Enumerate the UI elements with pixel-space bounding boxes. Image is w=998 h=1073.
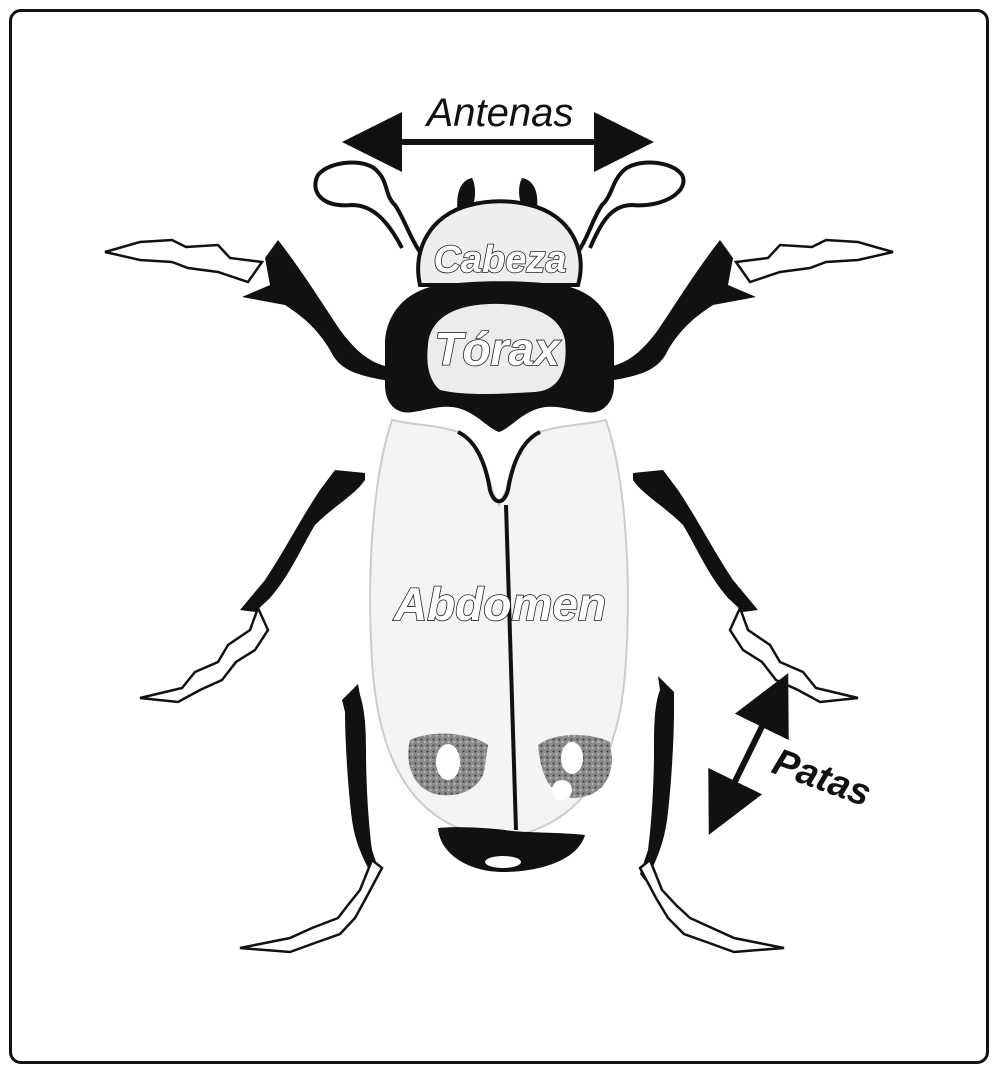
leg-middle-right [633,470,858,702]
antenna-right [578,163,684,252]
leg-hind-right [640,676,784,952]
leg-hind-left [240,684,382,952]
leg-front-left [105,240,395,382]
antenna-left [315,163,420,252]
label-abdomen: Abdomen [393,578,606,630]
leg-middle-left [140,470,365,702]
label-antenas: Antenas [425,91,574,135]
label-cabeza: Cabeza [433,239,566,281]
leg-front-right [603,240,893,382]
label-patas: Patas [767,741,877,815]
label-torax: Tórax [434,323,562,375]
patas-arrow [722,700,775,808]
